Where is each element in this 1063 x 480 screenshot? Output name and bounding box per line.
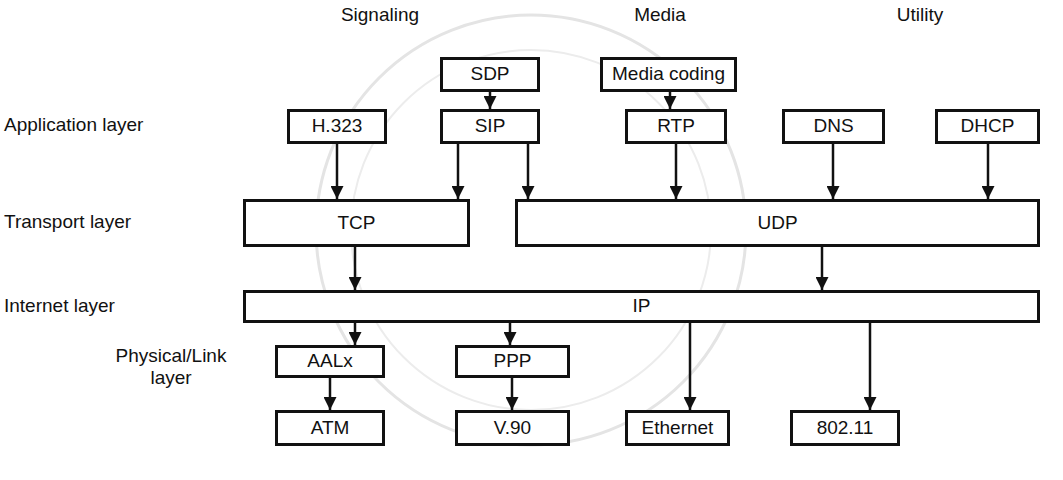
protocol-name: Ethernet — [642, 418, 714, 439]
link-box: Ethernet — [625, 410, 730, 446]
protocol-name: PPP — [493, 351, 531, 372]
arrow-connector — [527, 144, 530, 199]
protocol-name: DHCP — [961, 116, 1015, 137]
arrow-connector — [354, 323, 357, 345]
layer-label: Physical/Link layer — [96, 345, 246, 389]
protocol-box: SDP — [440, 57, 540, 92]
protocol-box: DNS — [782, 109, 885, 144]
arrow-connector — [821, 247, 824, 290]
protocol-box: Media coding — [600, 57, 737, 92]
internet-band: IP — [243, 290, 1040, 323]
layer-label: Application layer — [4, 114, 204, 136]
protocol-name: SIP — [475, 116, 506, 137]
protocol-box: SIP — [440, 109, 540, 144]
link-box: V.90 — [455, 410, 570, 446]
protocol-box: H.323 — [287, 109, 387, 144]
protocol-box: AALx — [275, 345, 385, 378]
arrow-connector — [987, 144, 990, 199]
protocol-name: DNS — [813, 116, 853, 137]
layer-label: Transport layer — [4, 211, 204, 233]
arrow-connector — [336, 144, 339, 199]
arrow-connector — [511, 378, 514, 410]
protocol-name: 802.11 — [817, 418, 874, 439]
arrow-connector — [669, 92, 672, 109]
arrow-connector — [509, 323, 512, 345]
arrow-connector — [457, 144, 460, 199]
arrow-connector — [869, 323, 872, 410]
arrow-connector — [675, 144, 678, 199]
layer-label: Internet layer — [4, 295, 204, 317]
protocol-name: UDP — [757, 213, 797, 234]
protocol-name: AALx — [307, 351, 352, 372]
protocol-name: SDP — [470, 64, 509, 85]
column-header: Signaling — [325, 4, 435, 26]
link-box: ATM — [275, 410, 385, 446]
protocol-box: PPP — [455, 345, 570, 378]
transport-band: TCP — [243, 199, 470, 247]
protocol-box: RTP — [625, 109, 727, 144]
link-box: 802.11 — [790, 410, 900, 446]
protocol-name: ATM — [311, 418, 350, 439]
protocol-name: IP — [633, 296, 651, 317]
arrow-connector — [329, 378, 332, 410]
column-header: Utility — [870, 4, 970, 26]
protocol-name: TCP — [338, 213, 376, 234]
arrow-connector — [832, 144, 835, 199]
protocol-name: V.90 — [494, 418, 531, 439]
column-header: Media — [610, 4, 710, 26]
arrow-connector — [689, 323, 692, 410]
arrow-connector — [354, 247, 357, 290]
protocol-name: RTP — [657, 116, 695, 137]
arrow-connector — [489, 92, 492, 109]
protocol-box: DHCP — [935, 109, 1040, 144]
transport-band: UDP — [515, 199, 1040, 247]
protocol-name: Media coding — [612, 64, 725, 85]
protocol-name: H.323 — [312, 116, 363, 137]
